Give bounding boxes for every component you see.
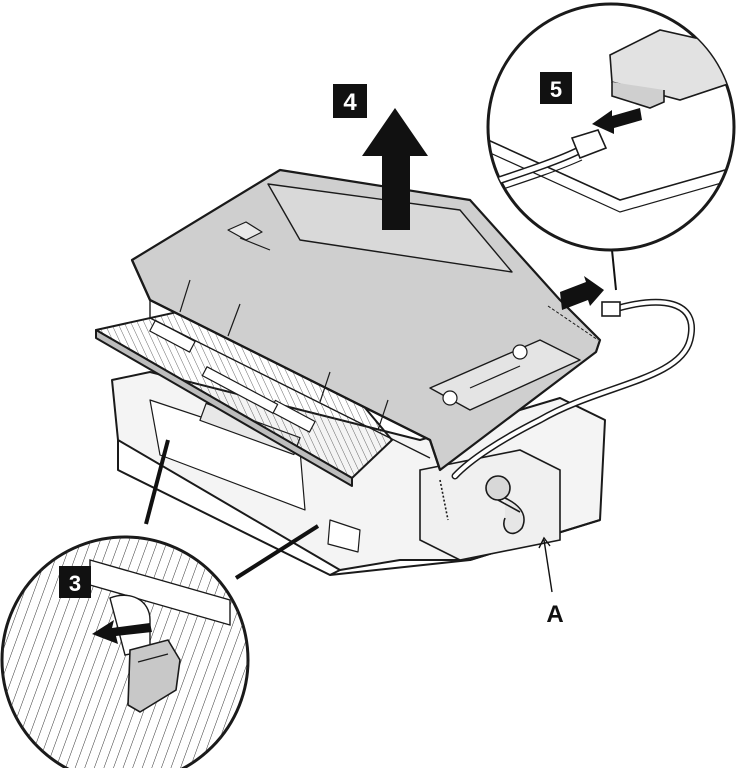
step-3-label: 3 (69, 571, 81, 596)
step-badge-4: 4 (333, 84, 367, 118)
detail-circle-5 (486, 2, 736, 252)
cable (451, 298, 695, 480)
callout-leaders (144, 249, 617, 593)
connector-arrow-detail (592, 108, 642, 134)
connector-arrow-main (560, 276, 604, 310)
step-4-label: 4 (343, 89, 357, 116)
release-arrow (92, 620, 152, 644)
lift-arrow (362, 108, 428, 230)
cable-connector (601, 301, 621, 317)
keyboard-panel (95, 291, 393, 487)
step-badge-5: 5 (540, 72, 572, 104)
step-badge-3: 3 (59, 566, 91, 598)
detail-circle-3 (0, 535, 250, 768)
callout-letter-a: A (546, 601, 563, 628)
step-5-label: 5 (550, 77, 562, 102)
